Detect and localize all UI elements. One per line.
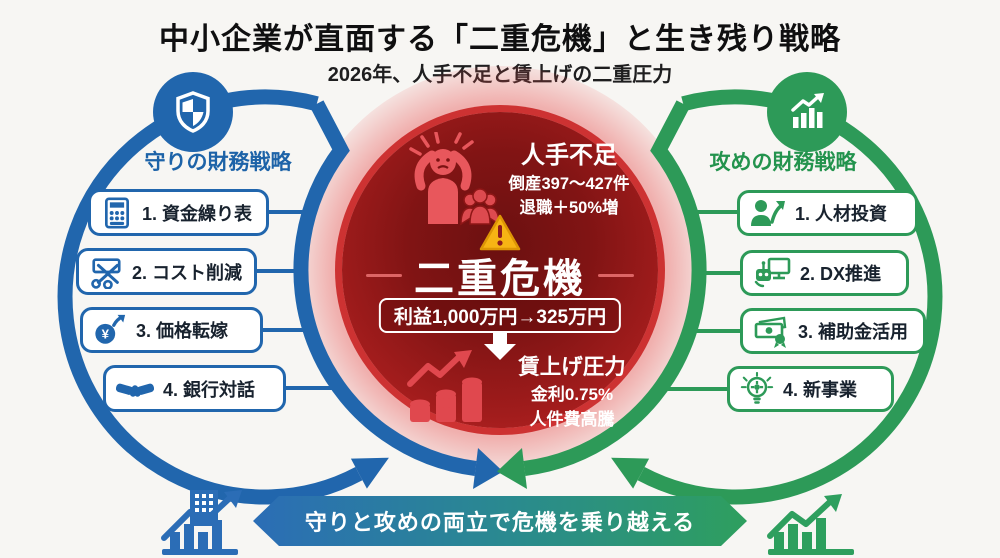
growth-arrow-icon bbox=[767, 494, 854, 555]
calculator-icon bbox=[105, 196, 129, 229]
defense-item-bank-dialog: 4. 銀行対話 bbox=[103, 365, 286, 412]
conclusion-banner: 守りと攻めの両立で危機を乗り越える bbox=[253, 496, 747, 546]
title-dash-right bbox=[598, 273, 634, 277]
warning-triangle-icon bbox=[479, 214, 521, 251]
wage-pressure-block: 賃上げ圧力 金利0.75% 人件費高騰 bbox=[490, 352, 654, 432]
interest-rate-stat: 金利0.75% bbox=[530, 385, 614, 404]
building-growth-icon bbox=[161, 490, 242, 555]
labor-shortage-block: 人手不足 倒産397〜427件 退職＋50%増 bbox=[484, 140, 654, 220]
labor-shortage-heading: 人手不足 bbox=[521, 142, 617, 169]
offense-arrowhead-icon bbox=[497, 448, 527, 489]
offense-item-subsidy: 3. 補助金活用 bbox=[740, 308, 926, 354]
wage-pressure-heading: 賃上げ圧力 bbox=[518, 355, 626, 379]
defense-connectors bbox=[256, 210, 339, 390]
profit-change-box: 利益1,000万円→325万円 bbox=[378, 298, 622, 333]
down-arrow-icon bbox=[484, 333, 516, 360]
defense-item-label: 3. 価格転嫁 bbox=[136, 321, 229, 341]
defense-to-crisis-arrow bbox=[293, 100, 477, 476]
crisis-title-row: 二重危機 bbox=[342, 246, 658, 304]
defense-item-cashflow: 1. 資金繰り表 bbox=[88, 189, 269, 236]
crisis-circle: 人手不足 倒産397〜427件 退職＋50%増 二重危機 利益1,000万円→3… bbox=[342, 112, 658, 429]
subsidy-money-icon bbox=[754, 316, 787, 348]
crisis-title: 二重危機 bbox=[414, 257, 586, 301]
defense-item-label: 1. 資金繰り表 bbox=[142, 203, 253, 224]
svg-text:¥: ¥ bbox=[102, 327, 110, 342]
bankruptcy-stat: 倒産397〜427件 bbox=[508, 175, 630, 193]
page-title: 中小企業が直面する「二重危機」と生き残り戦略 bbox=[159, 23, 841, 56]
offense-item-new-business: 4. 新事業 bbox=[727, 366, 894, 412]
person-up-icon bbox=[751, 200, 785, 226]
defense-item-label: 2. コスト削減 bbox=[132, 262, 243, 283]
defense-heading: 守りの財務戦略 bbox=[144, 151, 292, 174]
offense-ring-arrowhead-icon bbox=[611, 457, 650, 489]
defense-item-cost-cut: 2. コスト削減 bbox=[76, 248, 257, 295]
coins-up-icon bbox=[407, 350, 482, 422]
offense-connectors bbox=[661, 210, 740, 391]
yen-up-icon: ¥ bbox=[95, 314, 126, 344]
stressed-person-icon bbox=[409, 132, 500, 226]
defense-badge bbox=[153, 72, 233, 152]
offense-to-crisis-arrow bbox=[523, 100, 707, 476]
defense-arrowhead-icon bbox=[473, 448, 503, 489]
defense-item-price-pass: ¥ 3. 価格転嫁 bbox=[80, 307, 263, 353]
offense-item-label: 1. 人材投資 bbox=[795, 204, 888, 224]
offense-heading: 攻めの財務戦略 bbox=[709, 151, 857, 174]
title-dash-left bbox=[366, 273, 402, 277]
offense-item-dx: 2. DX推進 bbox=[740, 250, 909, 296]
defense-ring-arrowhead-icon bbox=[350, 457, 389, 489]
lightbulb-gear-icon bbox=[740, 372, 774, 404]
offense-item-label: 2. DX推進 bbox=[800, 264, 882, 284]
labor-cost-stat: 人件費高騰 bbox=[529, 410, 615, 429]
resignation-stat: 退職＋50%増 bbox=[519, 199, 619, 217]
offense-item-talent: 1. 人材投資 bbox=[737, 190, 918, 236]
cost-cut-scissors-icon bbox=[91, 257, 121, 289]
offense-badge bbox=[767, 72, 847, 152]
offense-item-label: 4. 新事業 bbox=[783, 380, 858, 400]
defense-item-label: 4. 銀行対話 bbox=[163, 379, 256, 400]
handshake-icon bbox=[116, 383, 154, 397]
growth-chart-icon bbox=[791, 93, 824, 128]
offense-item-label: 3. 補助金活用 bbox=[798, 322, 909, 342]
shield-check-icon bbox=[176, 91, 210, 133]
robot-monitor-icon bbox=[754, 257, 791, 288]
